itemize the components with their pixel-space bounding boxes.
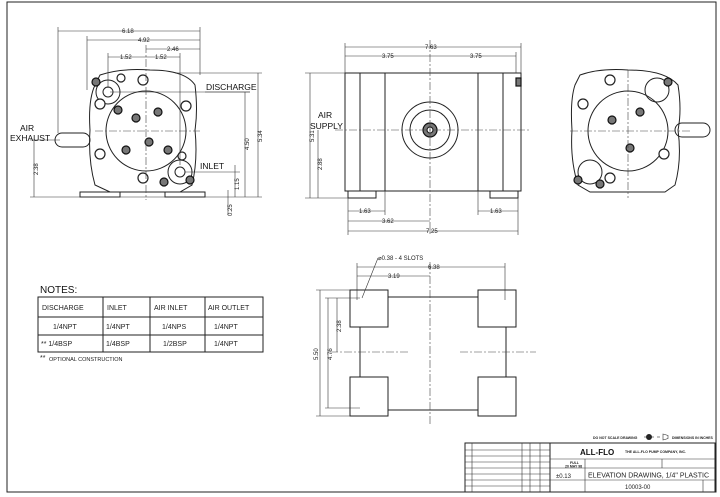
air-exhaust-label-2: EXHAUST (10, 133, 50, 143)
company-logo: ALL-FLO (580, 448, 614, 457)
dim-2-38-bottom: 2.38 (337, 320, 343, 332)
dim-5-31: 5.31 (310, 130, 316, 142)
dim-3-75-right: 3.75 (470, 54, 482, 60)
dim-2-46: 2.46 (167, 47, 179, 53)
pump-body-outline (89, 69, 197, 193)
cell: 1/4NPT (214, 341, 238, 348)
dim-6-18: 6.18 (122, 29, 134, 35)
header-inlet: INLET (107, 305, 128, 312)
cell: 1/4NPT (214, 324, 238, 331)
dim-1-63-right: 1.63 (490, 209, 502, 215)
cell: ** 1/4BSP (41, 341, 72, 348)
dim-3-19: 3.19 (388, 274, 400, 280)
dim-5-34: 5.34 (258, 130, 264, 142)
drawing-title: ELEVATION DRAWING, 1/4" PLASTIC (588, 473, 709, 480)
cell: 1/4NPS (162, 324, 186, 331)
dim-4-92: 4.92 (138, 38, 150, 44)
header-air-inlet: AIR INLET (154, 305, 188, 312)
scale-value: FULL (570, 461, 580, 465)
date-value: 20 MAY 98 (565, 465, 582, 469)
air-supply-label-2: SUPPLY (310, 121, 343, 131)
dim-2-88: 2.88 (318, 158, 324, 170)
header-air-outlet: AIR OUTLET (208, 305, 250, 312)
header-discharge: DISCHARGE (42, 305, 84, 312)
notes-title: NOTES: (40, 285, 77, 296)
air-supply-label-1: AIR (318, 110, 332, 120)
dim-3-75-left: 3.75 (382, 54, 394, 60)
air-exhaust-label-1: AIR (20, 123, 34, 133)
cell: 1/2BSP (163, 341, 187, 348)
title-block: DO NOT SCALE DRAWING DIMENSIONS IN INCHE… (464, 433, 716, 493)
units-note: DIMENSIONS IN INCHES (672, 436, 714, 440)
dim-3-62: 3.62 (382, 219, 394, 225)
dim-6-38: 6.38 (428, 265, 440, 271)
bolt-icons (91, 73, 195, 187)
discharge-label: DISCHARGE (206, 82, 257, 92)
footnote-mark: ** (40, 355, 46, 362)
cell: 1/4BSP (106, 341, 130, 348)
bottom-view: ⌀0.38 - 4 SLOTS 6.38 3.19 5.50 4.76 2.38 (314, 256, 536, 425)
company-name: THE ALL-FLO PUMP COMPANY, INC. (625, 450, 686, 454)
notes-table: NOTES: DISCHARGE INLET AIR INLET AIR OUT… (37, 285, 264, 363)
dim-7-63: 7.63 (425, 45, 437, 51)
dim-0-25: 0.25 (228, 204, 234, 216)
dim-1-63-left: 1.63 (359, 209, 371, 215)
cell: 1/4NPT (106, 324, 130, 331)
dim-5-50: 5.50 (314, 348, 320, 360)
end-view (570, 69, 711, 198)
front-view: 6.18 4.92 2.46 1.52 1.52 5.34 4.50 1.15 … (10, 27, 264, 216)
footnote: OPTIONAL CONSTRUCTION (49, 357, 122, 363)
pump-body-side (344, 72, 522, 192)
dim-2-38: 2.38 (34, 163, 40, 175)
projection-symbol-icon (644, 433, 669, 441)
side-view: 7.63 3.75 3.75 5.31 2.88 1.63 1.63 3.62 … (305, 40, 530, 235)
cell: 1/4NPT (53, 324, 77, 331)
dim-4-50: 4.50 (245, 138, 251, 150)
exhaust-port (54, 132, 91, 148)
tolerance-value: ±0.13 (556, 474, 572, 480)
drawing-border (6, 1, 717, 493)
dim-4-76: 4.76 (328, 348, 334, 360)
dim-1-15: 1.15 (235, 178, 241, 190)
dim-1-52-right: 1.52 (155, 55, 167, 61)
dim-1-52-left: 1.52 (120, 55, 132, 61)
dim-7-25: 7.25 (426, 229, 438, 235)
slots-callout: ⌀0.38 - 4 SLOTS (378, 256, 423, 262)
drawing-number: 10003-00 (625, 485, 651, 491)
scale-note: DO NOT SCALE DRAWING (593, 436, 638, 440)
inlet-label: INLET (200, 161, 224, 171)
